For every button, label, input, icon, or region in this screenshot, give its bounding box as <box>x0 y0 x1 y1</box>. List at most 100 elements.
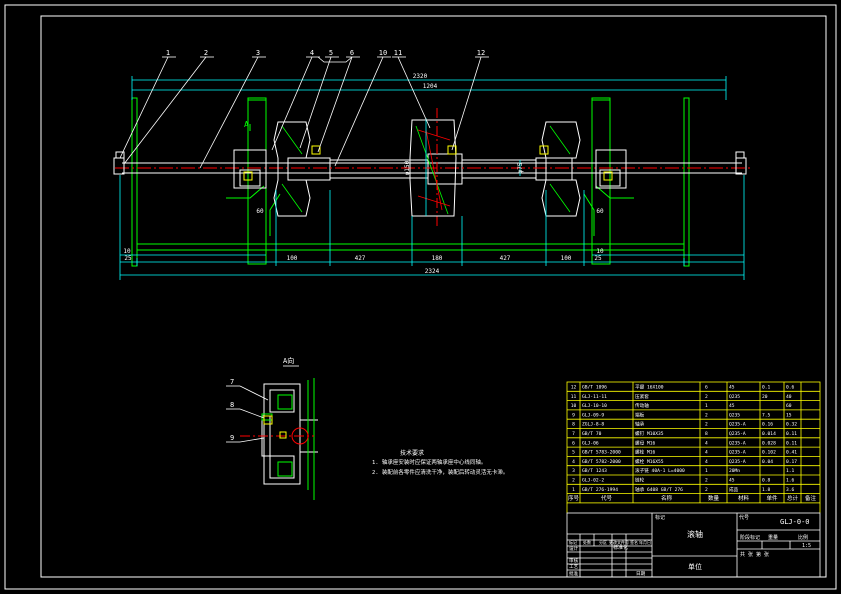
bom-header-total: 总计 <box>787 494 799 502</box>
bom-cell-unit: 7.5 <box>762 412 771 418</box>
dimension-texts: 2320 1204 2324 10 10 25 100 427 180 427 … <box>123 73 604 275</box>
dim-seg-left-outer: 25 <box>124 255 132 262</box>
title-block: 标记 代号 GLJ-0-0 滚轴 单位 阶段标记 重量 比例 1:5 共 张 第… <box>566 512 821 578</box>
main-view <box>113 76 750 280</box>
balloon-leader <box>271 56 313 151</box>
detail-balloon-8: 8 <box>230 401 234 409</box>
balloon-4: 4 <box>310 49 314 57</box>
bom-cell-mat: 45 <box>729 403 735 409</box>
bom-cell-code: GLJ-02-2 <box>582 478 604 484</box>
bom-cell-code: GLJ-10-10 <box>582 403 607 409</box>
title-block-mark-label: 标记 <box>655 514 665 521</box>
title-block-code-label: 代号 <box>739 514 749 521</box>
bom-cell-qty: 4 <box>705 459 708 465</box>
role-1: 审核 <box>569 557 579 564</box>
bom-cell-mat: Q235-A <box>729 450 746 456</box>
bom-cell-total: 15 <box>786 412 792 418</box>
dim-bearing-left: 60 <box>256 208 264 215</box>
balloon-1: 1 <box>166 49 170 57</box>
balloon-leader <box>451 56 482 151</box>
bom-cell-name: 螺栓 M16 <box>635 449 655 456</box>
bom-cell-total: 60 <box>786 403 792 409</box>
title-block-stage-0: 阶段标记 <box>740 534 760 541</box>
bom-cell-mat: Q235 <box>729 412 740 418</box>
bom-cell-name: 螺钉 M10X35 <box>635 430 664 437</box>
bom-cell-no: 3 <box>572 468 575 474</box>
inner-border <box>40 15 827 578</box>
bom-cell-qty: 1 <box>705 468 708 474</box>
dim-overall-top-2: 1204 <box>423 83 438 90</box>
balloon-leader <box>397 56 431 129</box>
bom-cell-qty: 4 <box>705 440 708 446</box>
bom-cell-no: 12 <box>571 385 577 391</box>
balloon-10: 10 <box>379 49 387 57</box>
dim-overall-bottom: 2324 <box>425 268 440 275</box>
balloon-leader <box>123 56 207 165</box>
balloon-11: 11 <box>394 49 402 57</box>
bom-cell-name: 链轮 <box>635 477 645 484</box>
title-block-unit: 单位 <box>688 562 702 571</box>
bom-cell-qty: 2 <box>705 394 708 400</box>
bom-cell-no: 4 <box>572 459 575 465</box>
bom-cell-name: 滚子链 40A-1 L=4000 <box>635 467 685 474</box>
title-block-stage-1: 重量 <box>768 534 778 541</box>
bom-cell-name: 传动轴 <box>635 402 649 409</box>
bom-cell-unit: 0.014 <box>762 431 776 437</box>
bom-cell-total: 0.41 <box>786 450 797 456</box>
bom-header-no: 序号 <box>568 494 580 502</box>
bom-cell-unit: 0.8 <box>762 478 771 484</box>
view-label-a: A <box>244 120 249 129</box>
bom-cell-code: GB/T 70 <box>582 431 602 437</box>
dim-seg-left-2: 427 <box>355 255 366 262</box>
bom-cell-qty: 2 <box>705 478 708 484</box>
balloon-2: 2 <box>204 49 208 57</box>
title-block-title: 滚轴 <box>687 529 703 539</box>
bom-cell-code: GLJ-06 <box>582 440 599 446</box>
bom-cell-qty: 2 <box>705 422 708 428</box>
revision-header: 标记 <box>569 539 577 545</box>
bom-cell-no: 10 <box>571 403 577 409</box>
title-block-sheet: 共 张 第 张 <box>740 551 769 558</box>
bom-cell-mat: Q235-A <box>729 431 746 437</box>
dim-dia-right: φ75 <box>517 162 524 173</box>
dim-seg-right-2: 427 <box>500 255 511 262</box>
bom-header-mat: 材料 <box>738 494 750 502</box>
bom-cell-code: GB/T 1243 <box>582 468 607 474</box>
bom-cell-name: 压紧套 <box>635 393 649 400</box>
bom-cell-qty: 2 <box>705 412 708 418</box>
title-block-stage-2: 比例 <box>798 534 808 541</box>
bom-cell-qty: 4 <box>705 450 708 456</box>
bom-cell-total: 0.11 <box>786 440 797 446</box>
bom-cell-name: 平键 16X100 <box>635 384 664 391</box>
technical-notes: 技术要求 1. 轴承座安装时应保证两轴承座中心线同轴。 2. 装配前各零件应清洗… <box>372 449 508 476</box>
bom-cell-mat: Q235-A <box>729 459 746 465</box>
notes-line-1: 1. 轴承座安装时应保证两轴承座中心线同轴。 <box>372 458 486 466</box>
bom-cell-code: GB/T 276-1994 <box>582 487 618 493</box>
bom-cell-name: 端板 <box>635 411 645 418</box>
balloon-6: 6 <box>350 49 354 57</box>
bom-header-qty: 数量 <box>708 494 720 502</box>
bom-cell-total: 1.1 <box>786 468 795 474</box>
dim-seg-right-outer: 25 <box>594 255 602 262</box>
bom-cell-total: 0.32 <box>786 422 797 428</box>
dim-seg-center: 180 <box>432 255 443 262</box>
bom-cell-unit: 0.102 <box>762 450 776 456</box>
bom-cell-qty: 8 <box>705 431 708 437</box>
bom-header-name: 名称 <box>661 494 673 502</box>
role-3: 批准 <box>569 570 579 577</box>
bom-header-code: 代号 <box>601 494 613 502</box>
notes-title: 技术要求 <box>400 449 424 457</box>
detail-balloons: 789 <box>226 378 269 443</box>
bom-cell-unit: 0.028 <box>762 440 776 446</box>
bom-cell-total: 0.11 <box>786 431 797 437</box>
dim-small-left: 10 <box>123 248 131 255</box>
bom-cell-no: 5 <box>572 450 575 456</box>
title-block-scale: 1:5 <box>802 543 811 549</box>
balloon-leader <box>199 56 259 169</box>
revision-header: 签名 <box>630 539 638 545</box>
bom-cell-unit: 0.04 <box>762 459 773 465</box>
dim-overall-top-1: 2320 <box>413 73 428 80</box>
bom-cell-no: 9 <box>572 412 575 418</box>
bom-cell-unit: 0.16 <box>762 422 773 428</box>
